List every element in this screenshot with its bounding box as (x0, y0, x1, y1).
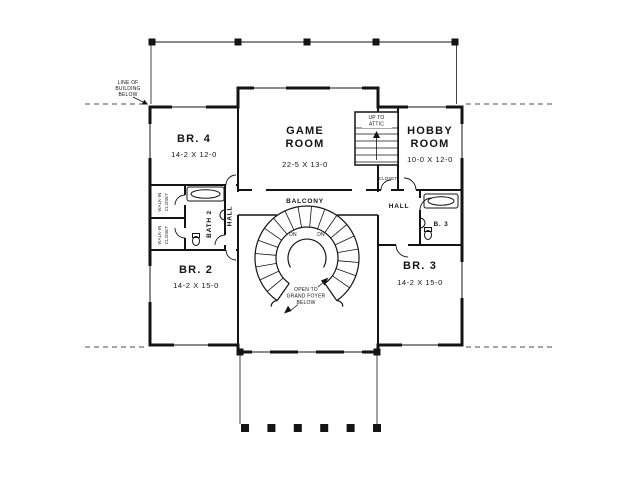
hobby-room-label-1: HOBBY (407, 125, 453, 137)
line-of-building-label-1: LINE OF (118, 80, 139, 86)
walk-in-closet-lower-label-1: WALK-IN (157, 225, 162, 244)
windows (147, 85, 465, 355)
attic-label-2: ATTIC (369, 122, 384, 128)
foyer-open-arrows (284, 277, 329, 314)
walk-in-closet-upper-label-2: CLOSET (164, 193, 169, 212)
stair-landing-arc (287, 238, 327, 268)
bath2-sink (219, 209, 226, 221)
walk-in-closet-upper-label-1: WALK-IN (157, 192, 162, 211)
hobby-room-dims: 10-0 X 12-0 (407, 155, 453, 164)
attic-arrowhead-icon (373, 131, 380, 138)
down-label-left: DN (289, 232, 297, 238)
bath3-tub (423, 193, 459, 209)
line-of-building-label-2: BUILDING (115, 86, 140, 92)
game-room-dims: 22-5 X 13-0 (282, 160, 328, 169)
line-of-building-label-3: BELOW (118, 92, 137, 98)
bath2-label: BATH 2 (206, 210, 213, 238)
br4-label: BR. 4 (177, 133, 211, 145)
attic-label-backing (362, 113, 392, 128)
open-foyer-label-3: BELOW (296, 300, 315, 306)
callout-arrowhead-icon (141, 99, 148, 105)
attic-label-1: UP TO (368, 115, 384, 121)
foyer-arrowhead-sw-icon (284, 305, 292, 314)
upper-porch-columns (148, 38, 459, 104)
br4-dims: 14-2 X 12-0 (171, 150, 217, 159)
br3-dims: 14-2 X 15-0 (397, 278, 443, 287)
line-of-building-callout (132, 96, 148, 105)
closet-label: CLOSET (379, 176, 398, 181)
stair-treads (255, 206, 359, 292)
hall-left-label: HALL (227, 206, 234, 227)
bath3-label: B. 3 (433, 221, 448, 228)
walk-in-closet-lower-label-2: CLOSET (164, 226, 169, 245)
hall-right-label: HALL (389, 203, 410, 210)
bath3-toilet (424, 230, 432, 240)
down-label-right: DN (317, 232, 325, 238)
grand-staircase (238, 205, 378, 307)
foyer-arrowhead-ne-icon (321, 277, 329, 286)
interior-walls (150, 107, 462, 345)
bath2-tub (186, 186, 225, 202)
bathroom-fixtures (186, 186, 459, 246)
open-foyer-label-1: OPEN TO (294, 287, 318, 293)
door-arcs (174, 174, 433, 261)
lower-porch-columns (236, 348, 381, 432)
room-labels: LINE OF BUILDING BELOW BR. 4 14-2 X 12-0… (115, 80, 453, 306)
hobby-room-label-2: ROOM (410, 138, 449, 150)
dashed-building-lines (85, 103, 556, 348)
stair-outer-arc (254, 205, 360, 302)
stair-inner-arc (275, 226, 339, 284)
br2-label: BR. 2 (179, 264, 213, 276)
bath3-sink (419, 217, 426, 229)
bath2-toilet (192, 236, 200, 246)
game-room-label-1: GAME (286, 125, 324, 137)
balcony-label: BALCONY (286, 198, 324, 205)
br2-dims: 14-2 X 15-0 (173, 281, 219, 290)
game-room-label-2: ROOM (285, 138, 324, 150)
open-foyer-label-2: GRAND FOYER (287, 294, 326, 300)
br3-label: BR. 3 (403, 260, 437, 272)
